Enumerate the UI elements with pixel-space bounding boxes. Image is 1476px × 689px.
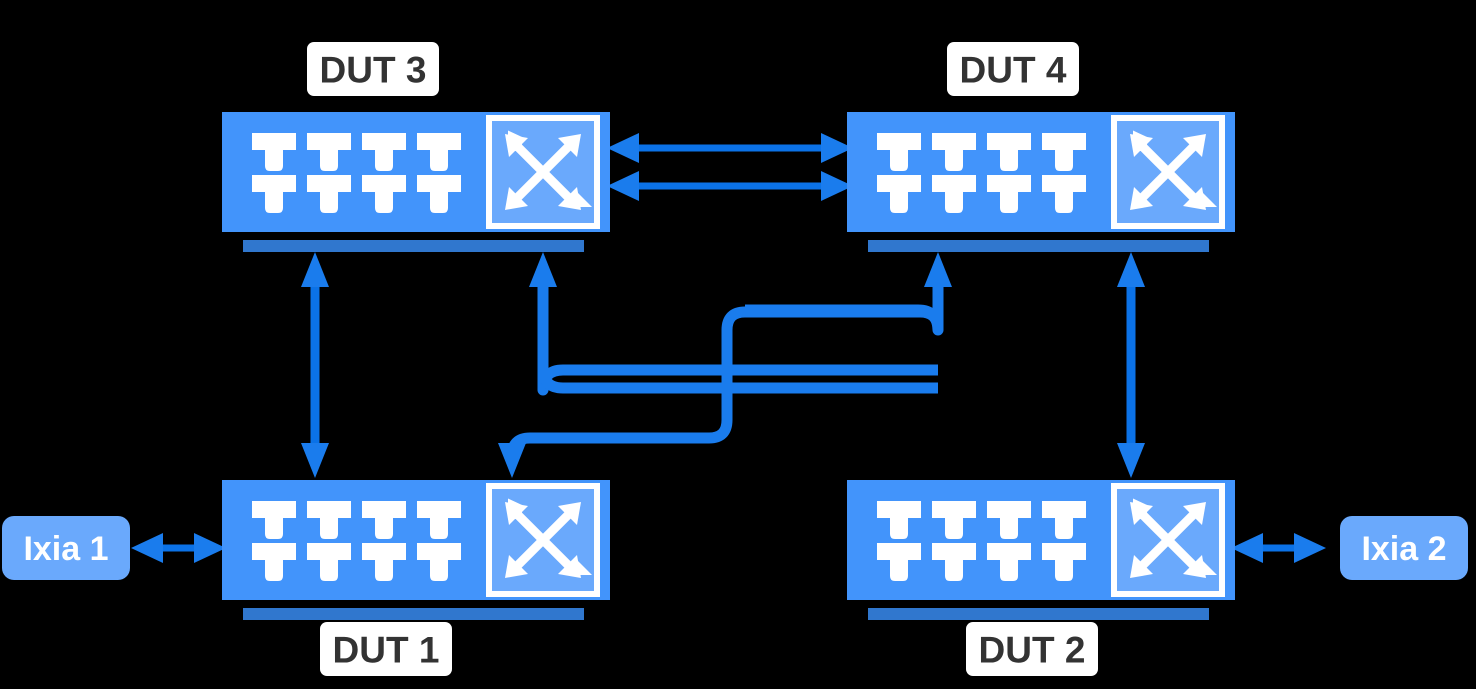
cable-dut2-to-dut3 [529, 252, 938, 396]
dut4-base-bar [868, 240, 1209, 252]
dut3-switch-icon [489, 118, 597, 226]
device-dut3[interactable] [222, 112, 610, 252]
dut4-label: DUT 4 [947, 42, 1079, 96]
dut2-label: DUT 2 [966, 622, 1098, 676]
device-dut1[interactable] [222, 480, 610, 620]
ixia2-box [1340, 516, 1468, 580]
dut1-switch-icon [489, 486, 597, 594]
link-dut3-dut4-lower [607, 171, 853, 201]
link-dut3-dut4-upper [607, 133, 853, 163]
link-ixia2-dut2 [1231, 533, 1326, 563]
dut1-label-text: DUT 1 [333, 630, 440, 671]
ixia2-label-text: Ixia 2 [1361, 530, 1446, 568]
dut2-base-bar [868, 608, 1209, 620]
ixia2-node[interactable]: Ixia 2 [1340, 516, 1468, 580]
ixia1-label-text: Ixia 1 [23, 530, 108, 568]
dut3-base-bar [243, 240, 584, 252]
dut3-label-text: DUT 3 [320, 50, 427, 91]
device-dut2[interactable] [847, 480, 1235, 620]
dut2-label-text: DUT 2 [979, 630, 1086, 671]
link-dut3-dut1 [301, 252, 329, 478]
device-dut4[interactable] [847, 112, 1235, 252]
dut3-label: DUT 3 [307, 42, 439, 96]
link-ixia1-dut1 [131, 533, 226, 563]
dut2-switch-icon [1114, 486, 1222, 594]
link-dut4-dut2 [1117, 252, 1145, 478]
dut4-switch-icon [1114, 118, 1222, 226]
dut1-base-bar [243, 608, 584, 620]
dut1-label: DUT 1 [320, 622, 452, 676]
ixia1-node[interactable]: Ixia 1 [2, 516, 130, 580]
dut4-label-text: DUT 4 [960, 50, 1067, 91]
ixia1-box [2, 516, 130, 580]
cable-dut1-to-dut4 [498, 252, 952, 478]
